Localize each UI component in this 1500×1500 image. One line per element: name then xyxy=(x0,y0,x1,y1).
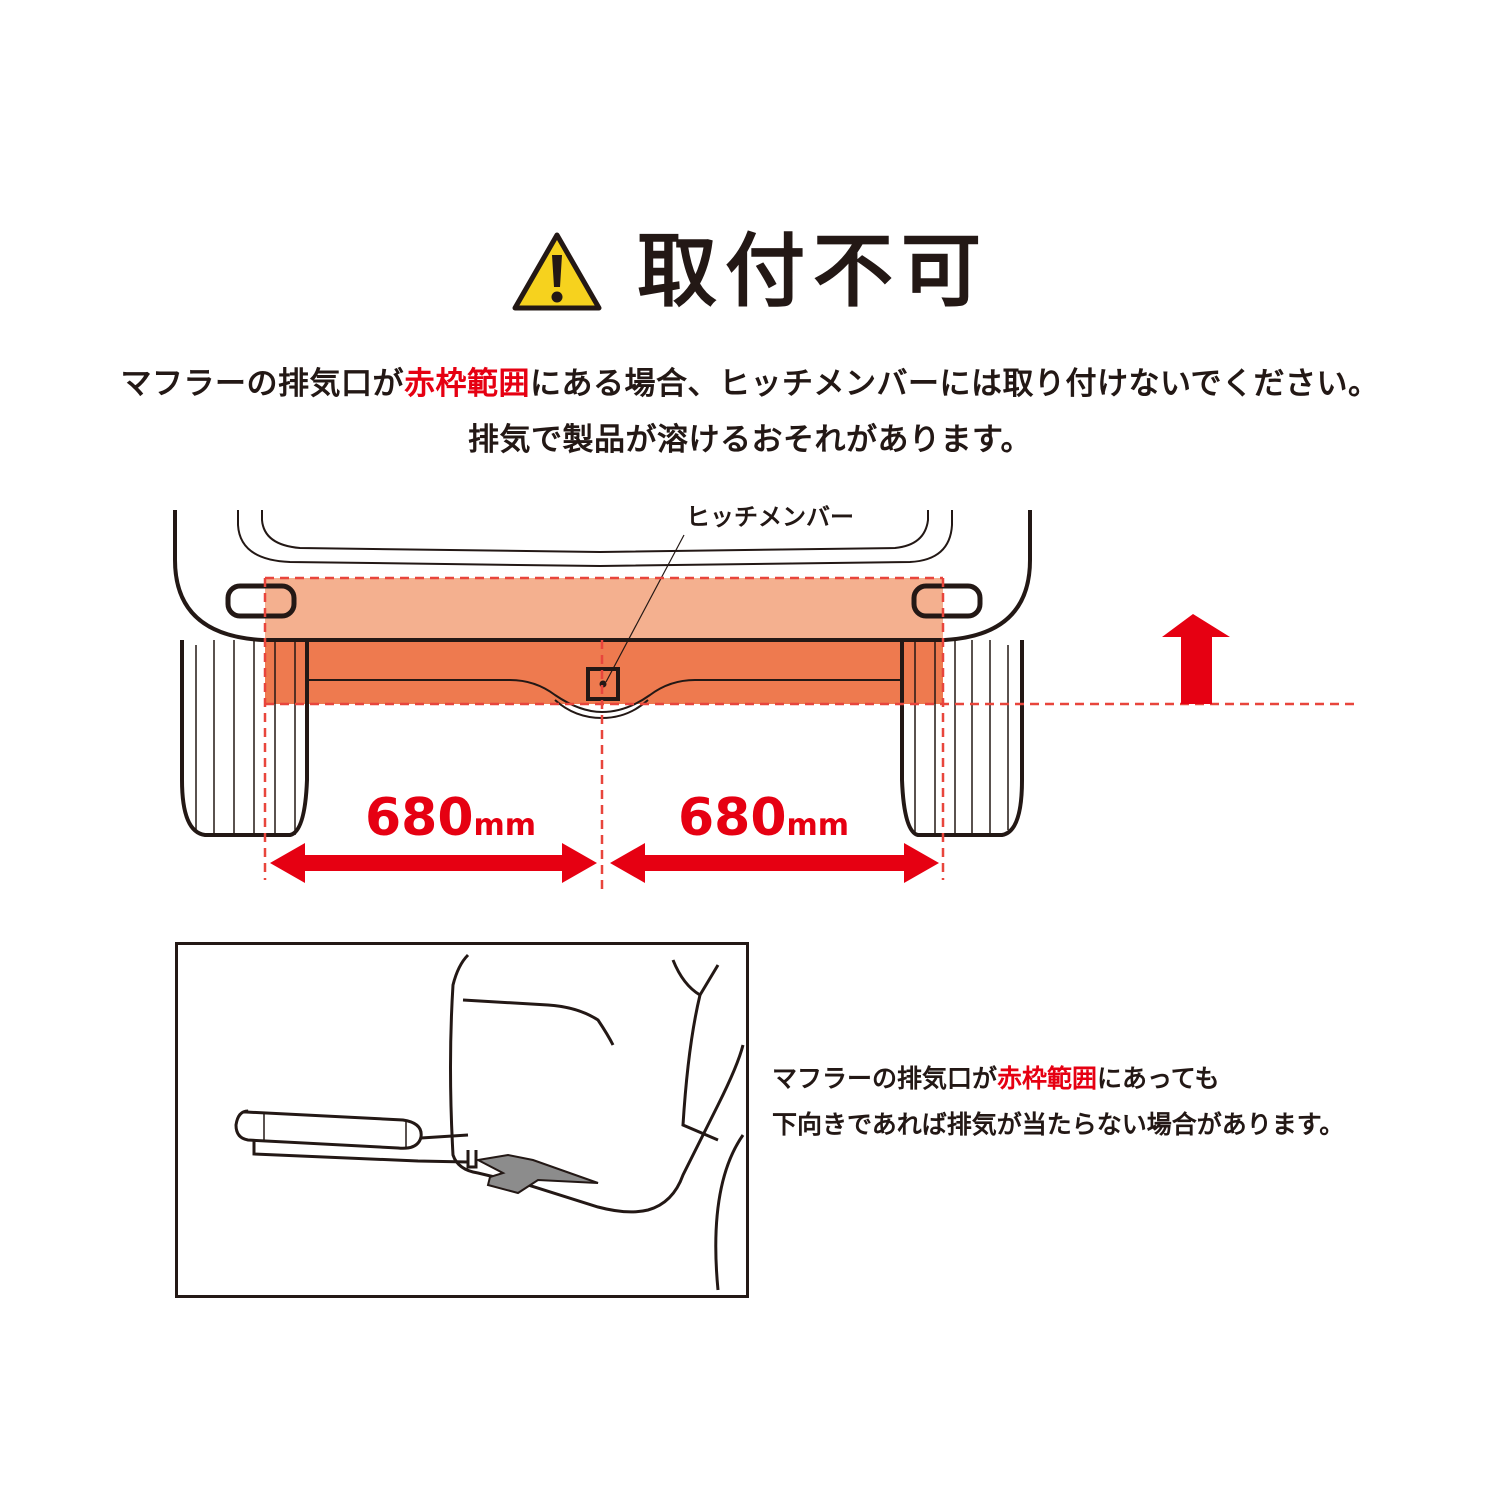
side-view-inset xyxy=(175,942,749,1298)
notice-text: にある場合、ヒッチメンバーには取り付けないでください。 xyxy=(529,366,1380,402)
tail-light-left xyxy=(225,583,297,619)
side-note-line-1: マフラーの排気口が赤枠範囲にあっても xyxy=(772,1066,1220,1091)
hitch-leader-line xyxy=(605,534,685,683)
page-title: 取付不可 xyxy=(637,225,989,318)
notice-line-2: 排気で製品が溶けるおそれがあります。 xyxy=(468,422,1032,458)
warning-header: 取付不可 xyxy=(0,222,1500,322)
tire-left xyxy=(180,640,309,837)
hitch-receiver xyxy=(586,667,620,701)
dimension-arrow-left xyxy=(270,843,597,883)
exhaust-zone-border xyxy=(263,576,1360,890)
right-distance-unit: mm xyxy=(786,808,850,843)
side-note-text: にあっても xyxy=(1097,1064,1220,1093)
notice-text: マフラーの排気口が xyxy=(120,366,404,402)
hitch-member-label: ヒッチメンバー xyxy=(686,503,854,531)
notice-highlight: 赤枠範囲 xyxy=(403,366,530,402)
tire-right xyxy=(900,640,1024,837)
rear-window xyxy=(237,510,953,568)
dimension-arrow-right xyxy=(610,843,939,883)
exhaust-zone-upper xyxy=(265,578,943,638)
left-distance-label: 680mm xyxy=(365,792,536,844)
side-note-line-2: 下向きであれば排気が当たらない場合があります。 xyxy=(772,1110,1345,1139)
right-distance-label: 680mm xyxy=(678,792,849,844)
warning-triangle-icon xyxy=(512,232,602,311)
up-arrow-icon xyxy=(1162,614,1230,704)
side-note-highlight: 赤枠範囲 xyxy=(997,1064,1098,1093)
tail-light-right xyxy=(911,583,983,619)
left-distance-unit: mm xyxy=(473,808,537,843)
side-note-text: マフラーの排気口が xyxy=(772,1064,998,1093)
car-body-outline xyxy=(173,510,1032,642)
left-distance-value: 680 xyxy=(365,788,474,848)
notice-line-1: マフラーの排気口が赤枠範囲にある場合、ヒッチメンバーには取り付けないでください。 xyxy=(0,369,1500,400)
side-view-illustration xyxy=(234,953,745,1291)
right-distance-value: 680 xyxy=(678,788,787,848)
